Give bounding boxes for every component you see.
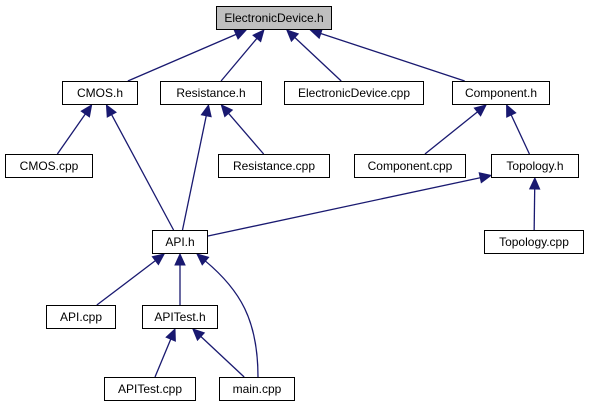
node-component-h[interactable]: Component.h [452, 81, 550, 105]
edge-component_h-to-electronicdevice_h [309, 28, 465, 82]
edge-resistance_h-to-electronicdevice_h [220, 29, 265, 82]
edge-topology_h-to-component_h [506, 103, 531, 155]
node-topology-h[interactable]: Topology.h [491, 154, 579, 178]
edge-cmos_cpp-to-cmos_h [56, 104, 93, 155]
edge-topology_cpp-to-topology_h [528, 176, 541, 231]
node-electronicdevice-cpp[interactable]: ElectronicDevice.cpp [284, 81, 424, 105]
node-resistance-cpp[interactable]: Resistance.cpp [218, 154, 330, 178]
node-topology-cpp[interactable]: Topology.cpp [484, 230, 584, 254]
edge-api_h-to-cmos_h [105, 103, 175, 231]
edge-api_h-to-topology_h [207, 172, 493, 237]
node-apitest-h[interactable]: APITest.h [142, 305, 218, 329]
edge-api_h-to-resistance_h [181, 103, 212, 231]
node-apitest-cpp[interactable]: APITest.cpp [104, 377, 196, 401]
node-main-cpp[interactable]: main.cpp [219, 377, 295, 401]
edge-api_cpp-to-api_h [96, 253, 166, 306]
node-resistance-h[interactable]: Resistance.h [160, 81, 262, 105]
edge-main_cpp-to-api_h [196, 253, 259, 378]
edge-component_cpp-to-component_h [424, 104, 487, 155]
edge-resistance_cpp-to-resistance_h [220, 104, 265, 155]
edge-cmos_h-to-electronicdevice_h [127, 29, 248, 82]
edge-apitest_cpp-to-apitest_h [154, 327, 176, 378]
node-api-h[interactable]: API.h [152, 230, 208, 254]
node-api-cpp[interactable]: API.cpp [46, 305, 116, 329]
node-electronicdevice-h: ElectronicDevice.h [216, 6, 332, 30]
edge-apitest_h-to-api_h [174, 252, 186, 305]
node-cmos-cpp[interactable]: CMOS.cpp [5, 154, 93, 178]
edge-main_cpp-to-apitest_h [191, 328, 245, 378]
node-cmos-h[interactable]: CMOS.h [62, 81, 138, 105]
edge-electronicdevice_cpp-to-electronicdevice_h [285, 29, 342, 82]
node-component-cpp[interactable]: Component.cpp [354, 154, 466, 178]
